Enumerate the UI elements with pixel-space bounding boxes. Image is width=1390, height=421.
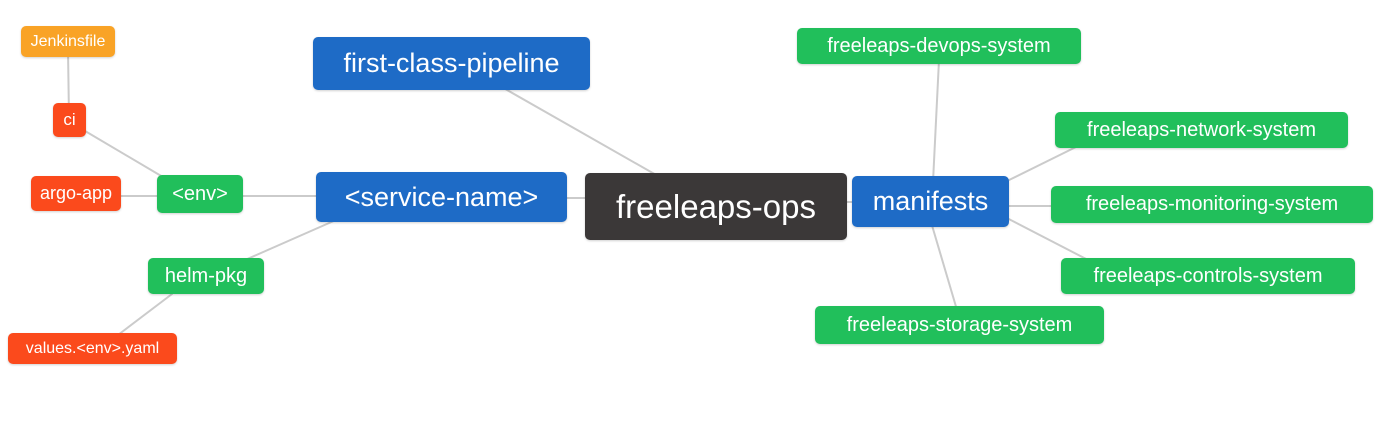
- node-jenkinsfile[interactable]: Jenkinsfile: [21, 26, 115, 57]
- edge-manifests-devops: [932, 59, 940, 183]
- node-ci[interactable]: ci: [53, 103, 86, 137]
- node-label: manifests: [872, 186, 989, 216]
- edge-manifests-controls: [1002, 215, 1091, 262]
- node-first-class-pipeline[interactable]: first-class-pipeline: [313, 37, 590, 90]
- edge-values-helm-pkg: [117, 293, 173, 336]
- node-label: freeleaps-devops-system: [827, 34, 1051, 57]
- edge-manifests-storage: [930, 221, 958, 311]
- node-manifests[interactable]: manifests: [852, 176, 1009, 227]
- node-freeleaps-ops-root[interactable]: freeleaps-ops: [585, 173, 847, 240]
- node-helm-pkg[interactable]: helm-pkg: [148, 258, 264, 294]
- node-service-name[interactable]: <service-name>: [316, 172, 567, 222]
- node-label: helm-pkg: [164, 264, 248, 287]
- node-freeleaps-storage-system[interactable]: freeleaps-storage-system: [815, 306, 1104, 344]
- node-label: <env>: [172, 182, 228, 205]
- node-label: freeleaps-network-system: [1087, 118, 1316, 141]
- node-values-env-yaml[interactable]: values.<env>.yaml: [8, 333, 177, 364]
- node-freeleaps-monitoring-system[interactable]: freeleaps-monitoring-system: [1051, 186, 1373, 223]
- node-label: freeleaps-controls-system: [1093, 264, 1323, 287]
- node-label: Jenkinsfile: [30, 32, 106, 50]
- node-freeleaps-devops-system[interactable]: freeleaps-devops-system: [797, 28, 1081, 64]
- edge-helm-pkg-service-name: [244, 215, 346, 261]
- node-label: freeleaps-monitoring-system: [1085, 193, 1339, 215]
- node-label: values.<env>.yaml: [25, 339, 160, 357]
- edge-pipeline-root: [499, 85, 659, 177]
- node-env[interactable]: <env>: [157, 175, 243, 213]
- node-label: argo-app: [39, 183, 113, 203]
- node-label: freeleaps-ops: [616, 187, 816, 225]
- node-label: <service-name>: [344, 181, 539, 212]
- edge-ci-env: [79, 127, 169, 181]
- edge-manifests-network: [1002, 145, 1079, 184]
- node-freeleaps-controls-system[interactable]: freeleaps-controls-system: [1061, 258, 1355, 294]
- node-freeleaps-network-system[interactable]: freeleaps-network-system: [1055, 112, 1348, 148]
- node-label: first-class-pipeline: [343, 48, 560, 78]
- node-argo-app[interactable]: argo-app: [31, 176, 121, 211]
- node-label: freeleaps-storage-system: [846, 313, 1073, 336]
- node-label: ci: [63, 110, 76, 129]
